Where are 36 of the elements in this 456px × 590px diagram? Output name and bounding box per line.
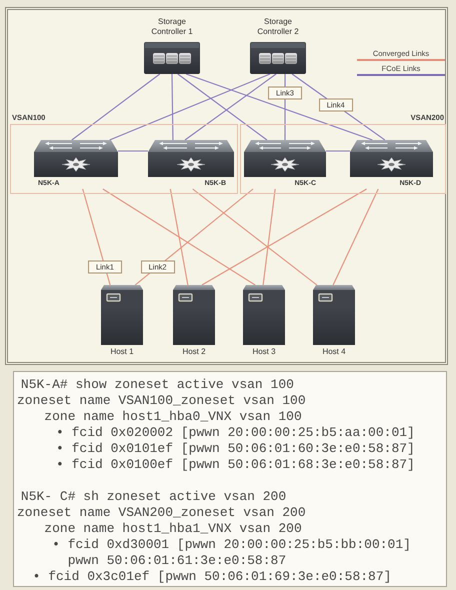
connection-line xyxy=(134,188,254,286)
connection-line xyxy=(326,150,350,152)
connection-line xyxy=(177,74,268,140)
cli-output-line: N5K- C# sh zoneset active vsan 200 xyxy=(20,489,286,505)
cli-output-line: zoneset name VSAN200_zoneset vsan 200 xyxy=(17,505,306,521)
connection-line xyxy=(202,188,367,286)
connection-line xyxy=(171,74,174,140)
device-label: Host 3 xyxy=(251,347,277,357)
cli-output-line: • fcid 0x0101ef [pwwn 50:06:01:60:3e:e0:58:87] xyxy=(56,441,415,457)
connection-line xyxy=(71,74,160,140)
cli-output-line: • fcid 0x020002 [pwwn 20:00:00:25:b5:aa:00:01] xyxy=(56,425,415,441)
cli-output-line: • fcid 0x3c01ef [pwwn 50:06:01:69:3e:e0:58:87] xyxy=(32,569,392,585)
cli-output-line: zone name host1_hba1_VNX vsan 200 xyxy=(44,521,302,537)
cli-output-line: • fcid 0x0100ef [pwwn 50:06:01:68:3e:e0:58:87] xyxy=(56,457,415,473)
cli-output-line: N5K-A# show zoneset active vsan 100 xyxy=(20,377,294,393)
cli-output-line: zoneset name VSAN100_zoneset vsan 100 xyxy=(17,393,306,409)
cli-output-line: • fcid 0xd30001 [pwwn 20:00:00:25:b5:bb:00:01] xyxy=(52,537,411,553)
connection-line xyxy=(186,73,373,141)
connection-line xyxy=(118,150,148,152)
connection-line xyxy=(82,188,111,286)
cli-output-line: pwwn 50:06:01:61:3e:e0:58:87 xyxy=(68,553,286,569)
connection-line xyxy=(102,188,256,286)
device-label: Storage Controller 1 xyxy=(150,17,194,36)
vsan-zone xyxy=(10,112,238,194)
connection-line xyxy=(170,188,188,286)
connection-line xyxy=(192,188,318,286)
connection-line xyxy=(262,188,276,286)
device-label: Storage Controller 2 xyxy=(256,17,300,36)
connection-line xyxy=(332,188,379,286)
connection-line xyxy=(109,74,270,140)
device-label: Host 1 xyxy=(109,347,135,357)
device-label: Host 2 xyxy=(181,347,207,357)
device-label: Host 4 xyxy=(321,347,347,357)
connection-line xyxy=(184,74,276,140)
vsan-zone xyxy=(240,112,446,194)
cli-output-line: zone name host1_hba0_VNX vsan 100 xyxy=(44,409,302,425)
